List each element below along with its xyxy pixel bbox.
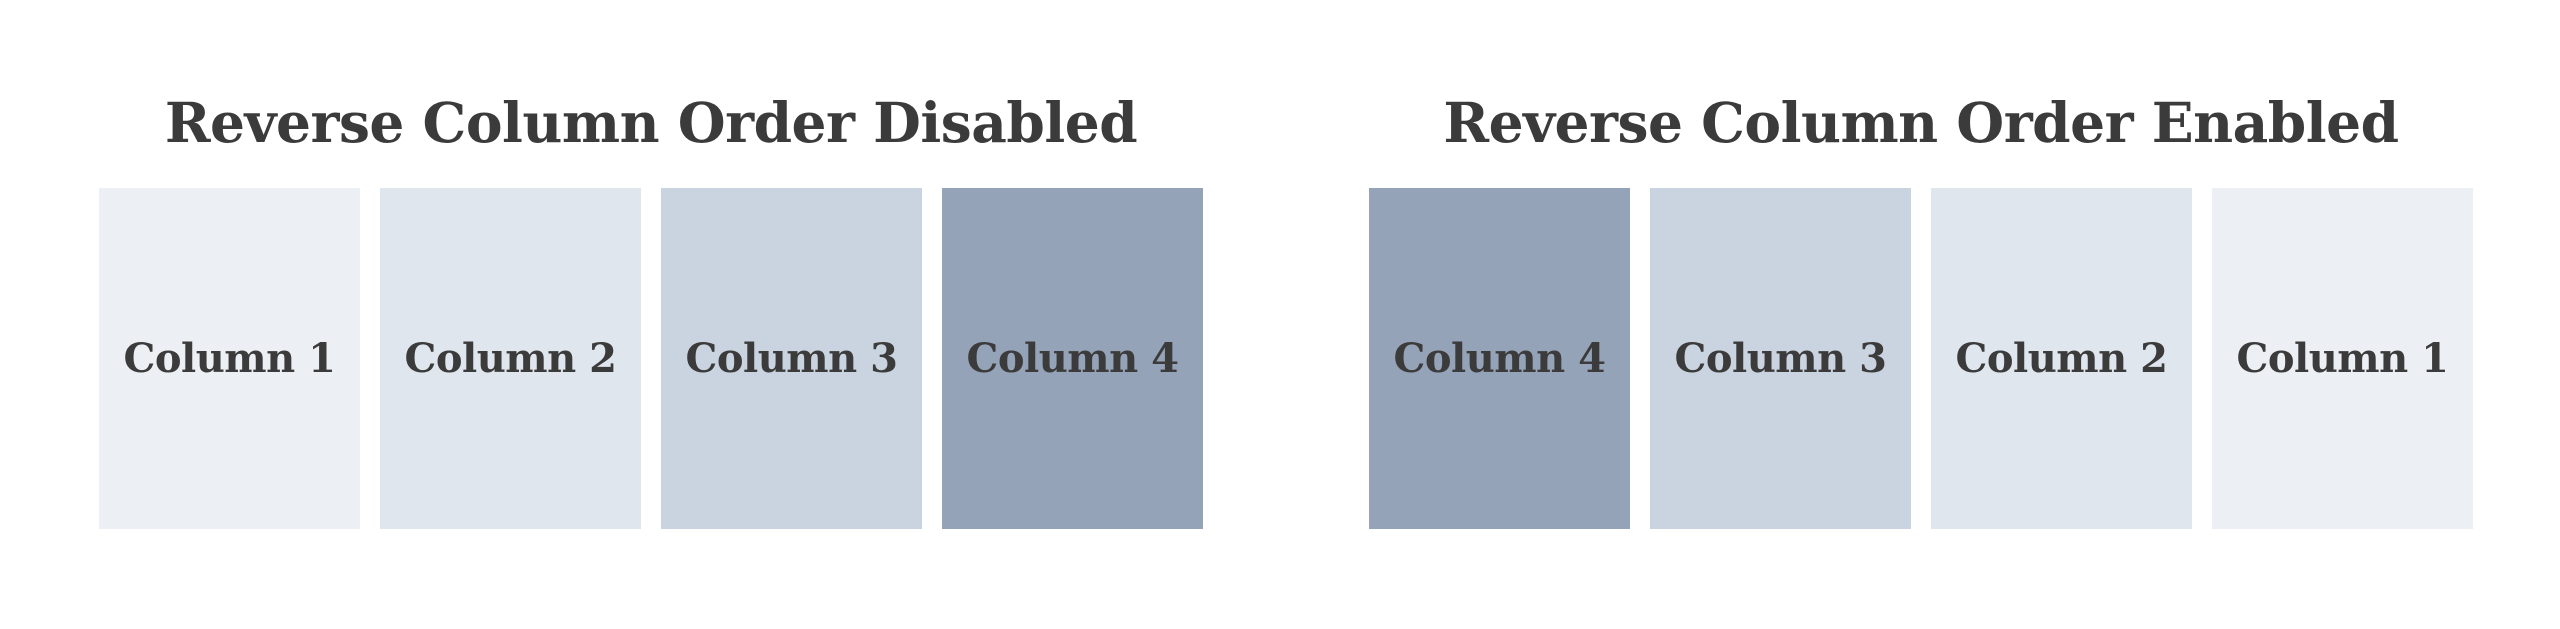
- column-card-4: Column 4: [1369, 188, 1630, 529]
- column-label: Column 2: [1955, 335, 2168, 382]
- columns-row-disabled: Column 1 Column 2 Column 3 Column 4: [99, 188, 1203, 529]
- column-label: Column 4: [1393, 335, 1606, 382]
- group-title-disabled: Reverse Column Order Disabled: [164, 90, 1138, 155]
- column-label: Column 3: [1674, 335, 1887, 382]
- group-title-enabled: Reverse Column Order Enabled: [1443, 90, 2399, 155]
- column-card-3: Column 3: [1650, 188, 1911, 529]
- column-label: Column 4: [966, 335, 1179, 382]
- column-card-2: Column 2: [1931, 188, 2192, 529]
- column-card-2: Column 2: [380, 188, 641, 529]
- column-card-4: Column 4: [942, 188, 1203, 529]
- column-card-3: Column 3: [661, 188, 922, 529]
- column-card-1: Column 1: [2212, 188, 2473, 529]
- column-label: Column 3: [685, 335, 898, 382]
- column-label: Column 2: [404, 335, 617, 382]
- column-label: Column 1: [123, 335, 336, 382]
- group-reverse-order-enabled: Reverse Column Order Enabled Column 4 Co…: [1369, 0, 2473, 529]
- column-card-1: Column 1: [99, 188, 360, 529]
- group-reverse-order-disabled: Reverse Column Order Disabled Column 1 C…: [99, 0, 1203, 529]
- column-label: Column 1: [2236, 335, 2449, 382]
- columns-row-enabled: Column 4 Column 3 Column 2 Column 1: [1369, 188, 2473, 529]
